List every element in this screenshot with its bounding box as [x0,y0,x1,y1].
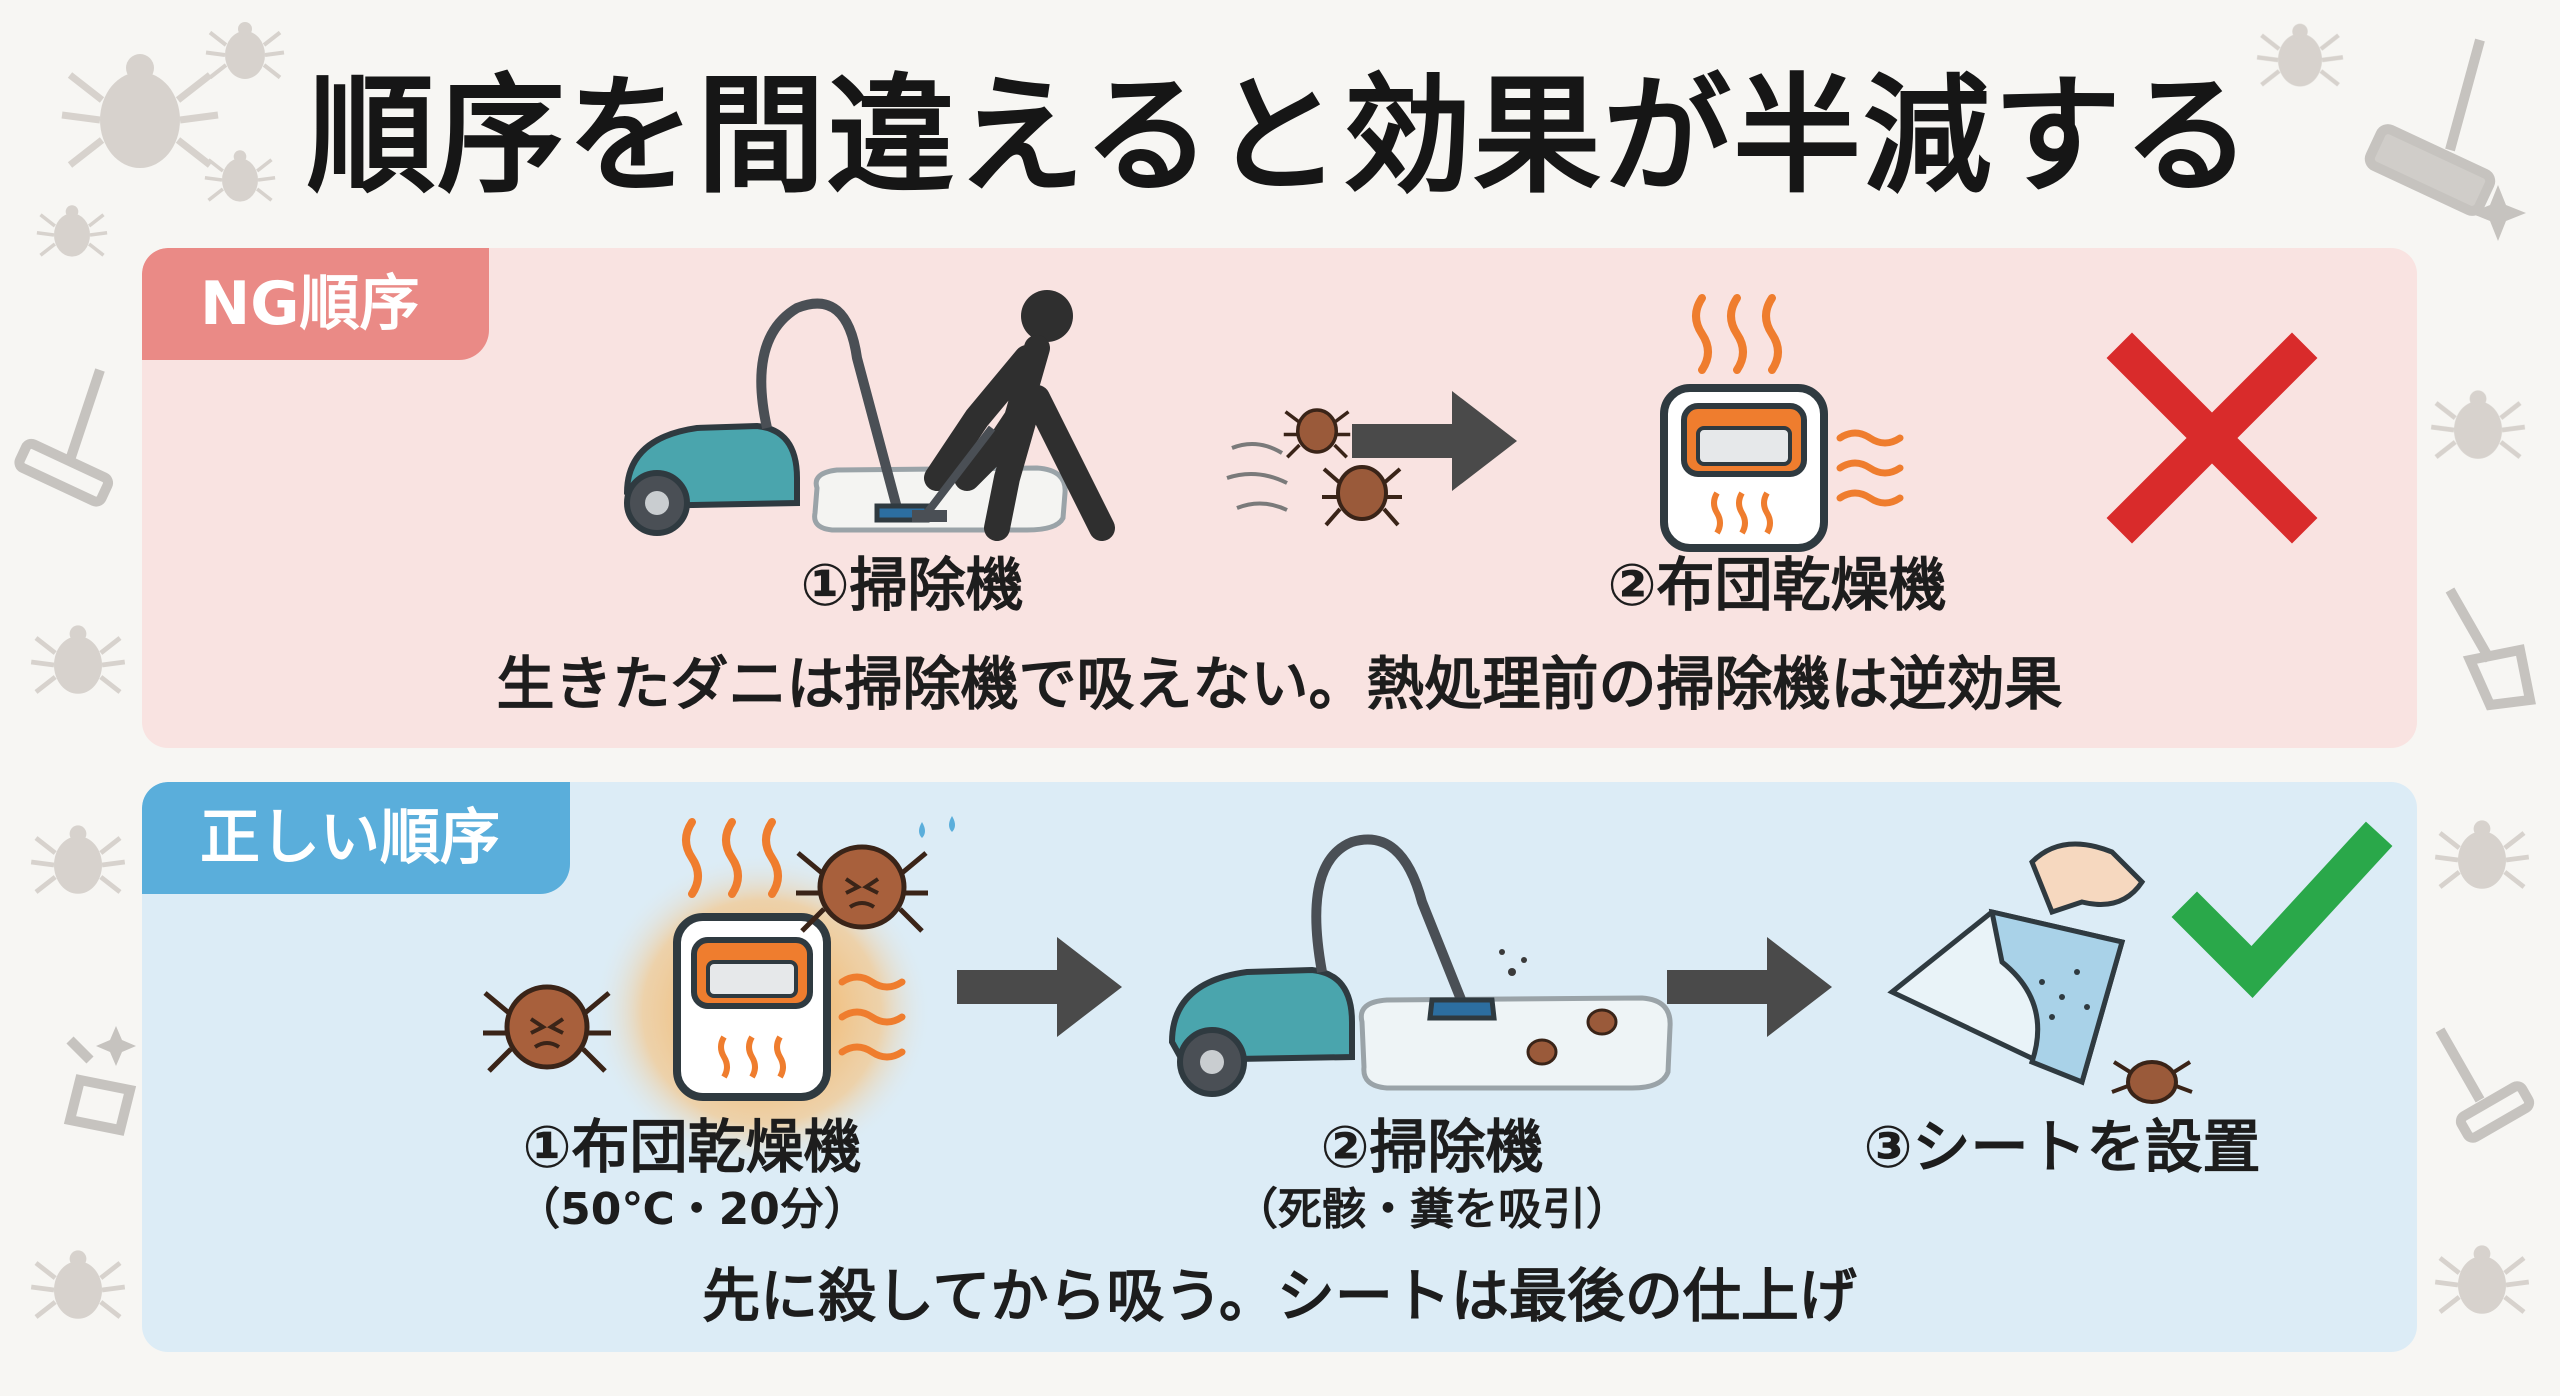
arrow-right-icon [1667,937,1832,1037]
mite-icon [30,625,126,694]
mite-icon [30,825,126,894]
lint-roller-icon [14,368,114,507]
ng-order-tab: NG順序 [142,248,490,360]
sweat-drops [919,816,955,838]
mite-icon [30,1250,126,1319]
mite-icon [61,54,219,168]
mite-icon [2434,1245,2530,1314]
sparkle-icon [2470,185,2526,241]
futon-dryer-illustration [592,818,932,1172]
vacuum-futon-illustration [1168,834,1673,1097]
ng-step2-label: ②布団乾燥機 [1607,551,1947,619]
ng-order-panel: NG順序 ①掃除機 ②布団 [142,248,2417,748]
ok-step2-sub: （死骸・糞を吸引） [1234,1184,1630,1235]
mite-icon [1283,408,1351,459]
mite-icon [1322,465,1402,527]
correct-order-panel: 正しい順序 ①布団乾燥機 （50℃・20分） [142,782,2417,1352]
broom-icon [63,1036,137,1136]
ok-caption: 先に殺してから吸う。シートは最後の仕上げ [702,1262,1857,1330]
lint-roller-icon [2435,1027,2535,1143]
mite-icon [36,205,108,257]
ok-step3-label: ③シートを設置 [1863,1113,2261,1181]
mite-icon [796,844,928,933]
mite-icon [205,22,285,80]
ok-step1-label: ①布団乾燥機 [522,1113,862,1181]
ok-step2-label: ②掃除機 [1320,1113,1544,1181]
futon-dryer-illustration [1660,294,1904,552]
page-title: 順序を間違えると効果が半減する [306,62,2254,211]
check-icon [2171,821,2393,998]
correct-order-tab: 正しい順序 [142,782,570,894]
sparkle-icon [96,1026,136,1066]
mite-icon [204,150,276,202]
arrow-right-icon [1352,391,1517,491]
vacuum-cleaning-illustration [623,290,1115,541]
mite-icon [483,984,611,1073]
mite-icon [2430,390,2526,459]
ng-step1-label: ①掃除機 [800,551,1024,619]
ng-caption: 生きたダニは掃除機で吸えない。熱処理前の掃除機は逆効果 [496,650,2063,718]
arrow-right-icon [957,937,1122,1037]
ok-step1-sub: （50℃・20分） [516,1184,868,1235]
mite-icon [2256,23,2344,87]
cross-icon [2106,332,2318,544]
motion-lines [1226,442,1288,512]
lint-roller-icon [2364,38,2496,216]
mite-icon [2434,820,2530,889]
mite-sheet-illustration [1887,841,2193,1104]
broom-icon [2445,587,2536,711]
